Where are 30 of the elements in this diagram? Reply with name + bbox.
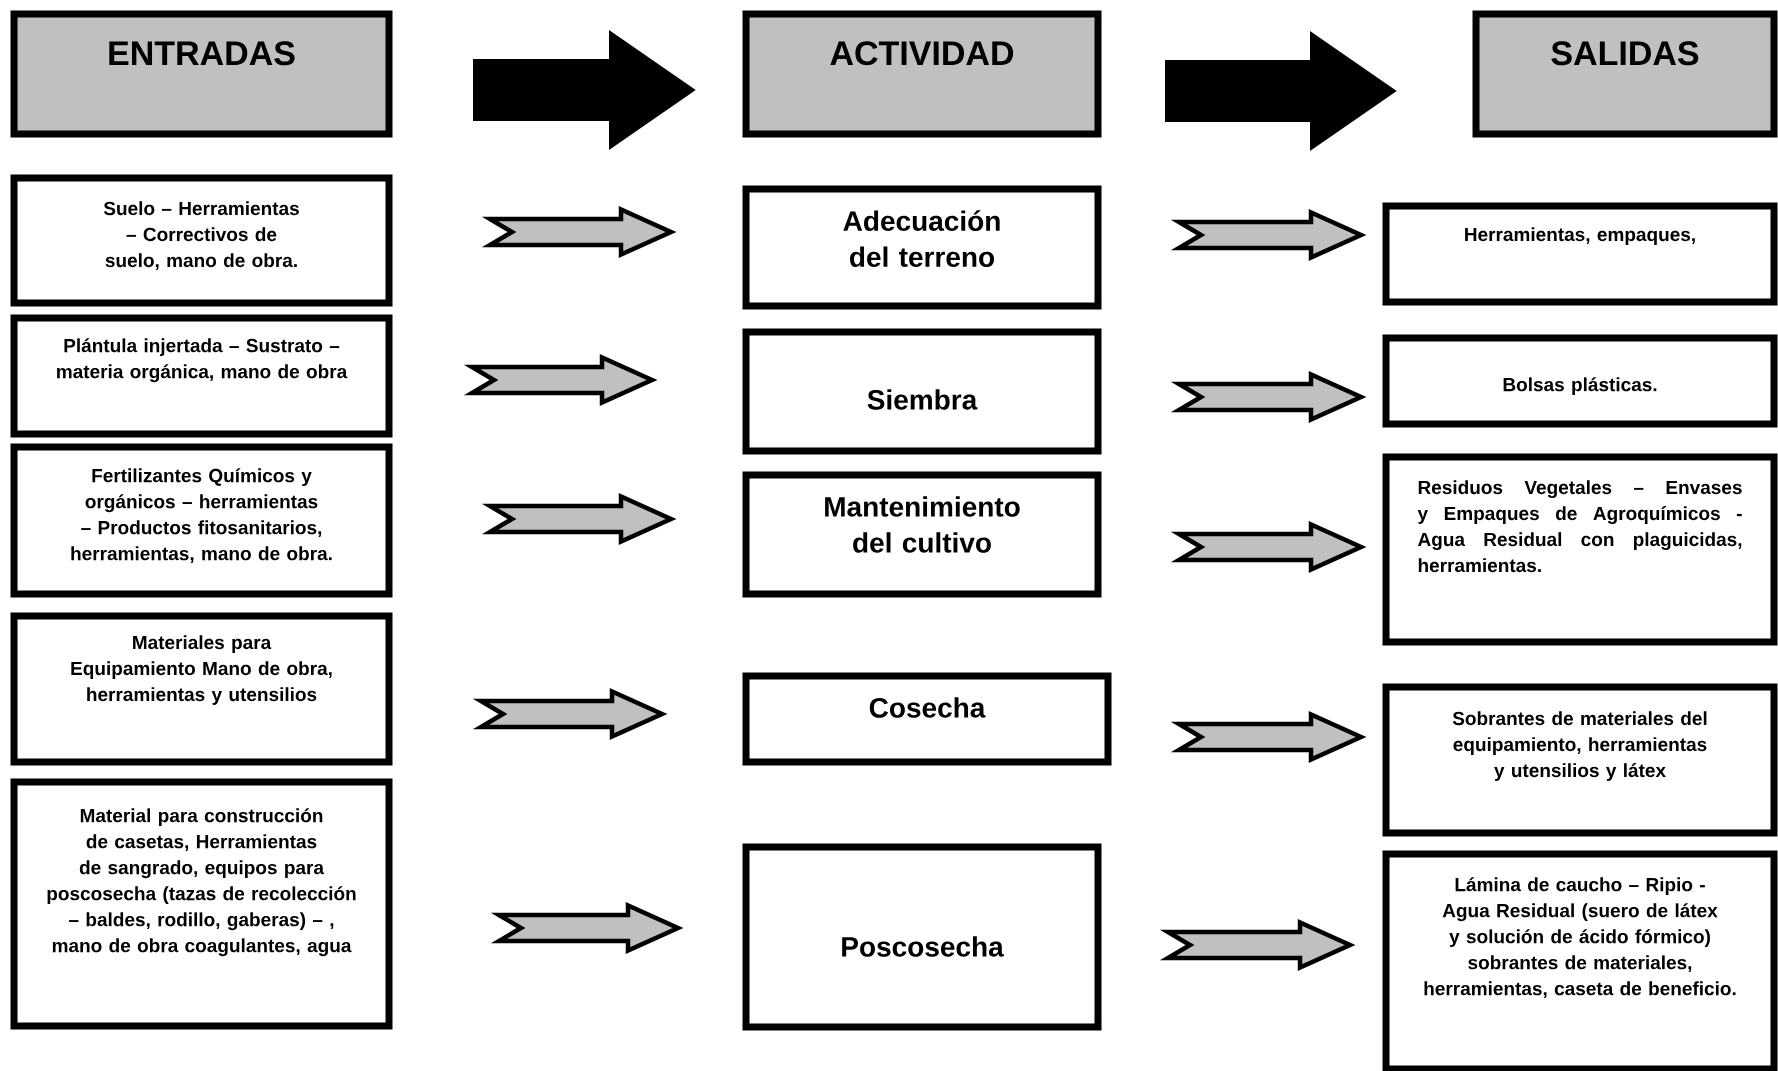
output-box: Sobrantes de materiales del equipamiento, herramientas y utensilios y látex xyxy=(1382,683,1778,837)
block-arrow xyxy=(1170,209,1367,261)
input-box: Material para construcción de casetas, Herramientas de sangrado, equipos para poscosecha (tazas de recolección – baldes, rodillo, gaberas) – , mano de obra coagulantes, agua xyxy=(10,778,393,1030)
block-arrow xyxy=(1170,371,1367,423)
block-arrow xyxy=(473,30,696,150)
activity-box: Poscosecha xyxy=(742,843,1102,1031)
block-arrow xyxy=(1165,31,1397,151)
activity-box: Siembra xyxy=(742,328,1102,455)
block-arrow xyxy=(472,688,668,740)
input-box: Fertilizantes Químicos y orgánicos – herramientas – Productos fitosanitarios, herramientas, mano de obra. xyxy=(10,443,393,598)
output-box: Bolsas plásticas. xyxy=(1382,334,1778,428)
block-arrow xyxy=(1170,521,1367,573)
output-box: Herramientas, empaques, xyxy=(1382,202,1778,306)
header-box: ENTRADAS xyxy=(10,10,393,138)
block-arrow xyxy=(463,354,658,406)
block-arrow xyxy=(481,493,677,545)
activity-box: Cosecha xyxy=(742,672,1112,766)
activity-box: Adecuación del terreno xyxy=(742,185,1102,310)
block-arrow xyxy=(1159,919,1356,971)
input-box: Plántula injertada – Sustrato – materia orgánica, mano de obra xyxy=(10,314,393,438)
block-arrow xyxy=(1170,711,1367,763)
header-box: SALIDAS xyxy=(1472,10,1778,138)
input-box: Suelo – Herramientas – Correctivos de suelo, mano de obra. xyxy=(10,174,393,307)
output-box: Lámina de caucho – Ripio - Agua Residual (suero de látex y solución de ácido fórmico) sobrantes de materiales, herramientas, caseta de beneficio. xyxy=(1382,850,1778,1071)
header-box: ACTIVIDAD xyxy=(742,10,1102,138)
activity-box: Mantenimiento del cultivo xyxy=(742,471,1102,598)
input-box: Materiales para Equipamiento Mano de obra, herramientas y utensilios xyxy=(10,612,393,766)
block-arrow xyxy=(490,902,684,954)
block-arrow xyxy=(481,206,677,258)
output-box: Residuos Vegetales – Envases y Empaques de Agroquímicos - Agua Residual con plaguicidas, herramientas. xyxy=(1382,453,1778,646)
